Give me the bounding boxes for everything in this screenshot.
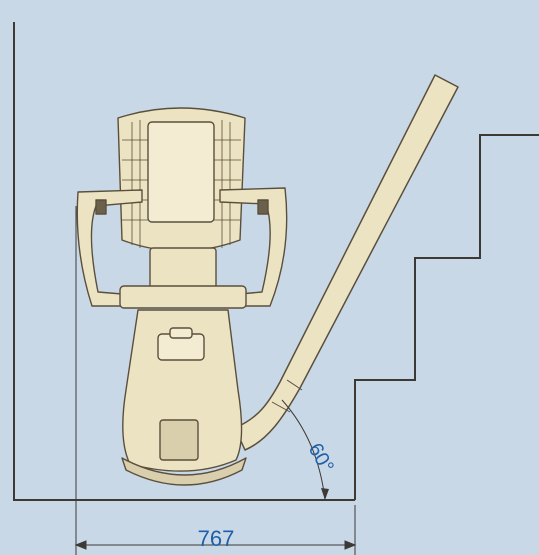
stairlift-chair xyxy=(76,107,288,486)
chair-base xyxy=(122,309,243,472)
chair-seat xyxy=(119,285,247,309)
width-dimension-label: 767 xyxy=(198,526,235,551)
wall-floor-outline xyxy=(13,22,355,501)
left-armrest xyxy=(76,189,143,307)
rail xyxy=(234,74,459,451)
angle-label: 60° xyxy=(304,440,338,477)
chair-column xyxy=(149,247,217,289)
staircase-profile xyxy=(354,134,539,500)
angle-indicator xyxy=(281,399,329,501)
width-dimension xyxy=(74,206,357,555)
